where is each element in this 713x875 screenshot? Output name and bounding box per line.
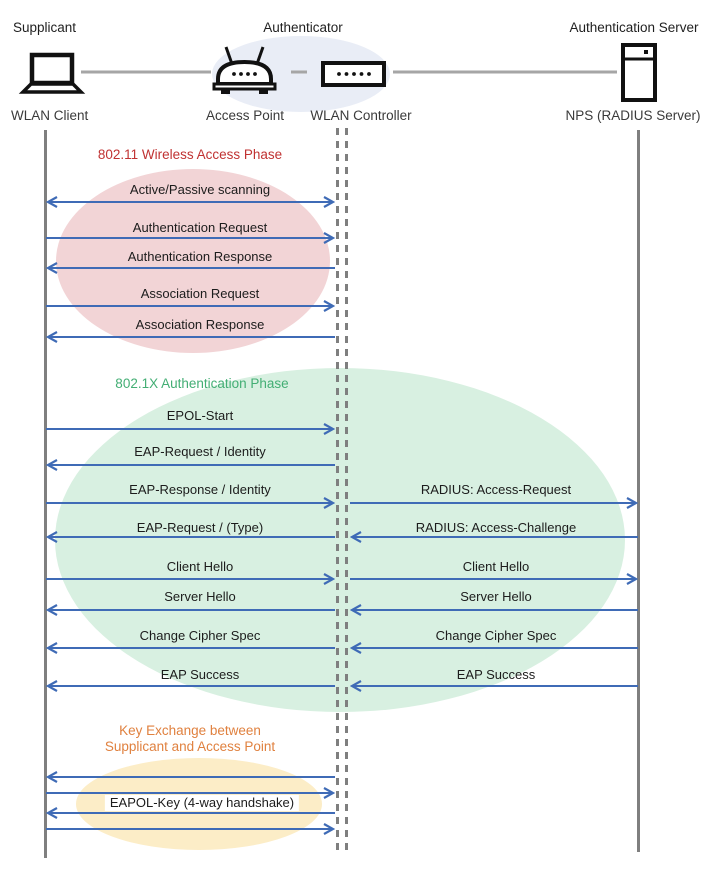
phase3-title-line1: Key Exchange between xyxy=(119,723,261,738)
msg-server-hello-left: Server Hello xyxy=(164,589,236,604)
msg-epol-start: EPOL-Start xyxy=(166,408,234,423)
caption-nps-radius-server: NPS (RADIUS Server) xyxy=(565,108,701,123)
phase1-arrows xyxy=(46,202,335,337)
phase3-arrows xyxy=(46,777,335,829)
lifelines xyxy=(44,128,640,858)
msg-server-hello-right: Server Hello xyxy=(460,589,532,604)
msg-authentication-response: Authentication Response xyxy=(127,249,273,264)
phase2-left-arrows xyxy=(46,429,335,686)
caption-wlan-client: WLAN Client xyxy=(11,108,89,123)
caption-wlan-controller: WLAN Controller xyxy=(310,108,412,123)
phase1-title: 802.11 Wireless Access Phase xyxy=(97,147,283,162)
caption-access-point: Access Point xyxy=(205,108,285,123)
wlan-controller-icon xyxy=(321,61,386,87)
msg-association-request: Association Request xyxy=(140,286,260,301)
msg-active-passive-scanning: Active/Passive scanning xyxy=(129,182,271,197)
server-icon xyxy=(621,43,657,102)
actor-authenticator-label: Authenticator xyxy=(263,20,343,35)
msg-eap-request-identity: EAP-Request / Identity xyxy=(134,444,266,459)
msg-authentication-request: Authentication Request xyxy=(132,220,268,235)
msg-client-hello-left: Client Hello xyxy=(166,559,234,574)
msg-radius-access-challenge: RADIUS: Access-Challenge xyxy=(415,520,577,535)
phase2-right-arrows xyxy=(350,503,638,686)
msg-eap-success-right: EAP Success xyxy=(456,667,536,682)
msg-eap-request-type: EAP-Request / (Type) xyxy=(136,520,264,535)
authenticator-ellipse xyxy=(212,36,390,112)
msg-change-cipher-spec-right: Change Cipher Spec xyxy=(435,628,557,643)
msg-association-response: Association Response xyxy=(135,317,265,332)
actor-auth-server-label: Authentication Server xyxy=(569,20,699,35)
phase3-title-line2: Supplicant and Access Point xyxy=(104,739,276,754)
msg-change-cipher-spec-left: Change Cipher Spec xyxy=(139,628,261,643)
msg-eapol-key: EAPOL-Key (4-way handshake) xyxy=(104,795,300,811)
phase2-title: 802.1X Authentication Phase xyxy=(115,376,289,391)
msg-client-hello-right: Client Hello xyxy=(462,559,530,574)
wlan-controller-leds xyxy=(337,72,371,76)
msg-eap-response-identity: EAP-Response / Identity xyxy=(129,482,271,497)
msg-radius-access-request: RADIUS: Access-Request xyxy=(420,482,572,497)
access-point-leds xyxy=(232,72,257,76)
laptop-icon xyxy=(18,52,86,94)
phase2-ellipse xyxy=(55,368,625,712)
access-point-icon xyxy=(212,46,277,94)
actor-supplicant-label: Supplicant xyxy=(13,20,77,35)
msg-eap-success-left: EAP Success xyxy=(160,667,240,682)
phase3-title: Key Exchange between Supplicant and Acce… xyxy=(105,723,275,755)
